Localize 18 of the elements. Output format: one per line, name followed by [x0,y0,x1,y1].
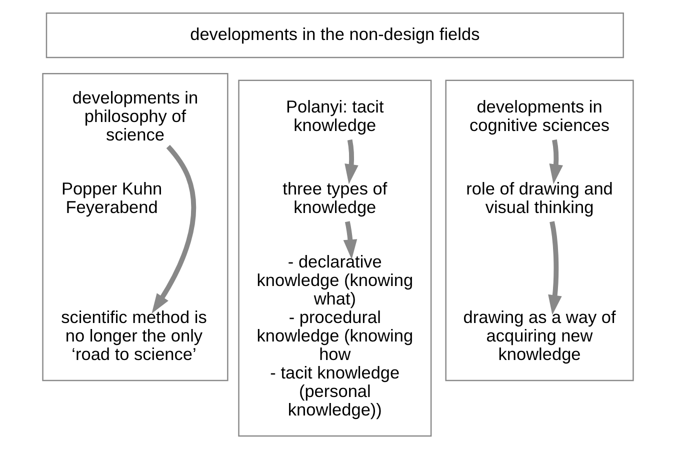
arrow [549,139,563,184]
arrow [152,144,196,314]
arrow [343,221,358,260]
arrow [344,139,358,184]
cluster [42,72,228,382]
arrow [548,221,562,315]
cluster [238,80,432,437]
node-text: - declarative knowledge (knowing what) - procedural knowledge (knowing how - tacit knowledge (personal knowledge)) [256,251,414,420]
node-text: Popper Kuhn Feyerabend [61,178,162,218]
node-box: developments in the non-design fields [46,12,624,58]
node-text: developments in cognitive sciences [470,96,610,136]
node-text: Polanyi: tacit knowledge [286,96,384,136]
node-text: role of drawing and visual thinking [466,178,613,218]
node-text: drawing as a way of acquiring new knowledge [463,306,616,364]
node-text: developments in philosophy of science [72,87,198,144]
cluster [445,80,634,382]
node-text: three types of knowledge [282,178,388,218]
node-text: scientific method is no longer the only ‘road to science’ [61,306,207,364]
